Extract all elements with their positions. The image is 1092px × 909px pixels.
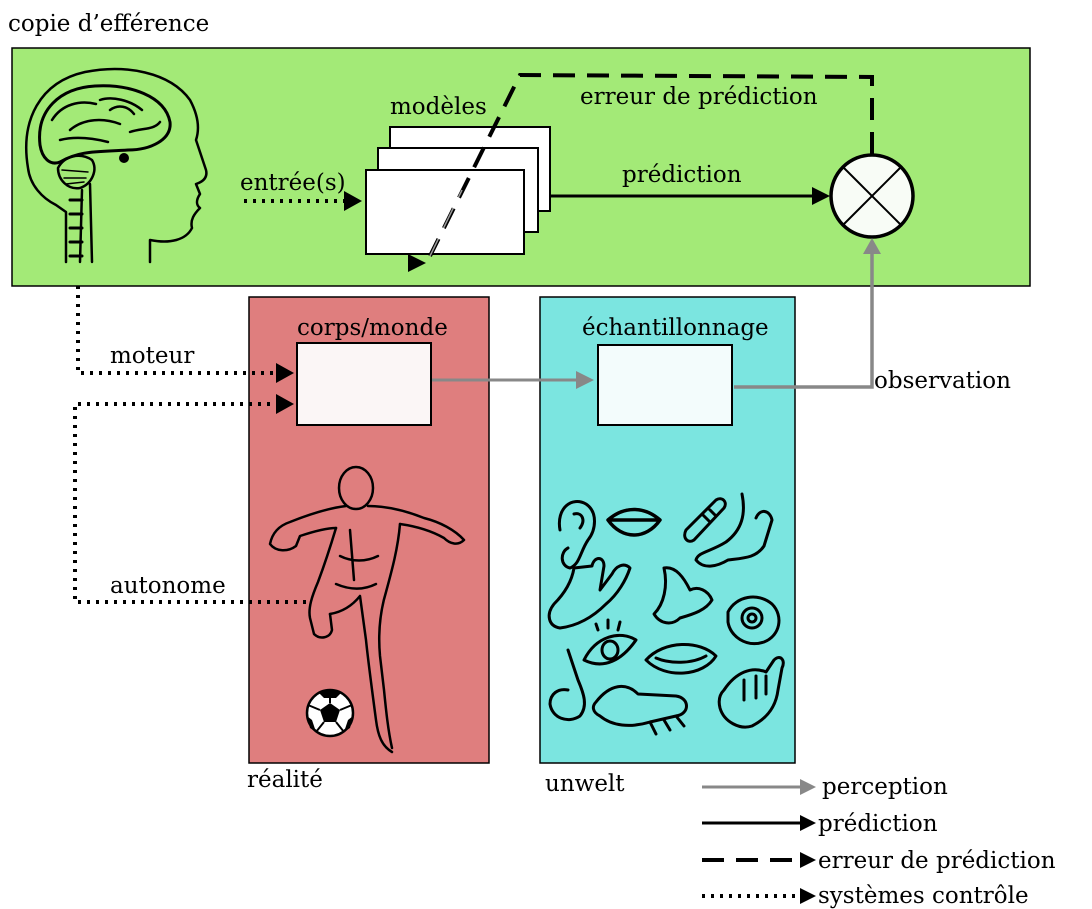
comparator-icon: [829, 153, 915, 239]
body-world-label: corps/monde: [297, 315, 448, 341]
observation-arrowhead: [863, 238, 881, 254]
motor-control-line: [76, 286, 280, 375]
umwelt-label: unwelt: [545, 771, 625, 797]
sampling-label: échantillonnage: [582, 315, 769, 341]
prediction-error-line-overlap: [429, 189, 463, 257]
autonomic-arrowhead: [276, 394, 294, 414]
footballer-icon: [268, 465, 466, 754]
senses-collage-icon: [547, 492, 785, 736]
sampling-box: [597, 344, 733, 426]
brain-head-icon: [25, 67, 208, 264]
inputs-label: entrée(s): [240, 170, 346, 196]
legend-prediction-label: prédiction: [818, 811, 938, 837]
legend-prediction-arrowhead: [800, 815, 816, 831]
legend-perception-arrowhead: [800, 779, 816, 795]
legend-control-label: systèmes contrôle: [818, 883, 1029, 909]
models-label: modèles: [390, 94, 487, 120]
motor-arrowhead: [276, 363, 294, 383]
prediction-arrowhead: [812, 187, 830, 205]
motor-label: moteur: [110, 343, 194, 369]
legend-error-arrowhead: [800, 852, 816, 868]
soccer-ball-icon: [305, 688, 355, 738]
autonomic-label: autonome: [110, 573, 226, 599]
autonomic-control-line: [73, 402, 306, 604]
prediction-error-label: erreur de prédiction: [580, 84, 818, 110]
prediction-label: prédiction: [622, 162, 742, 188]
observation-arrow: [734, 252, 874, 389]
inputs-arrowhead: [344, 191, 362, 211]
reality-label: réalité: [247, 767, 323, 793]
legend-error-label: erreur de prédiction: [818, 848, 1056, 874]
legend-control-arrowhead: [800, 888, 816, 904]
body-world-box: [296, 342, 432, 426]
model-stack: [365, 126, 551, 255]
observation-label: observation: [874, 368, 1011, 394]
efference-copy-label: copie d’efférence: [8, 11, 209, 37]
legend: perception prédiction erreur de prédicti…: [702, 774, 1056, 909]
legend-perception-label: perception: [822, 774, 948, 800]
perception-arrowhead: [576, 371, 594, 389]
model-input-arrowhead: [408, 254, 426, 272]
prediction-error-line: [428, 72, 874, 257]
model-card-front: [365, 169, 525, 255]
